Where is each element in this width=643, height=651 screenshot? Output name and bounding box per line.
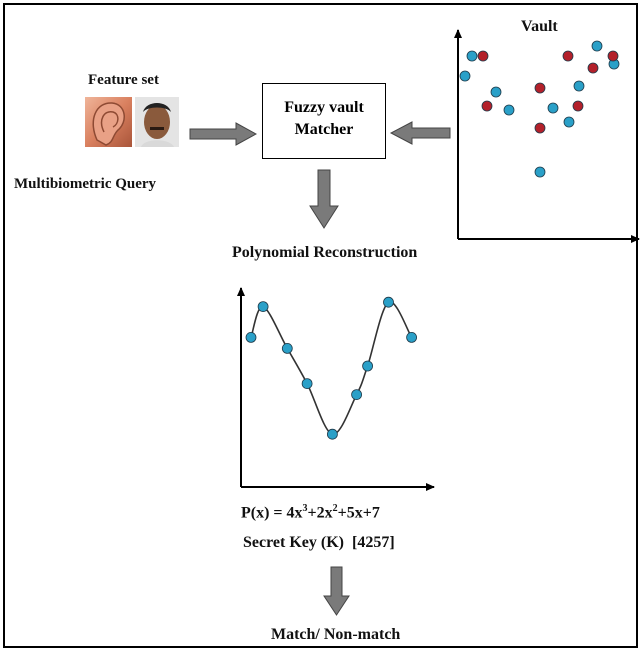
arrow-query-to-matcher bbox=[189, 122, 258, 146]
vault-point-chaff bbox=[587, 62, 599, 74]
vault-point-genuine bbox=[573, 80, 585, 92]
polynomial-point bbox=[362, 360, 374, 372]
polynomial-part-3: +5x+7 bbox=[337, 504, 380, 522]
polynomial-curve bbox=[250, 301, 413, 435]
vault-point-genuine bbox=[503, 104, 515, 116]
vault-point-genuine bbox=[547, 102, 559, 114]
polynomial-points bbox=[245, 296, 418, 440]
polynomial-point bbox=[406, 331, 418, 343]
vault-point-chaff bbox=[477, 50, 489, 62]
vault-point-chaff bbox=[534, 82, 546, 94]
polynomial-point bbox=[326, 428, 338, 440]
vault-title: Vault bbox=[521, 18, 558, 35]
face-image bbox=[135, 97, 179, 147]
polynomial-part-1: P(x) = 4x bbox=[241, 504, 303, 522]
vault-point-genuine bbox=[459, 70, 471, 82]
vault-point-genuine bbox=[534, 166, 546, 178]
polynomial-equation: P(x) = 4x3+2x2+5x+7 bbox=[241, 503, 380, 522]
polynomial-axes bbox=[237, 287, 435, 491]
polynomial-reconstruction-title: Polynomial Reconstruction bbox=[232, 244, 418, 261]
multibiometric-query-label: Multibiometric Query bbox=[14, 176, 157, 192]
result-label: Match/ Non-match bbox=[271, 626, 401, 643]
vault-points bbox=[459, 40, 620, 178]
polynomial-point bbox=[281, 342, 293, 354]
feature-set-label: Feature set bbox=[88, 72, 159, 88]
polynomial-point bbox=[383, 296, 394, 308]
vault-point-genuine bbox=[591, 40, 603, 52]
vault-point-genuine bbox=[490, 86, 502, 98]
vault-point-chaff bbox=[481, 100, 493, 112]
vault-point-genuine bbox=[563, 116, 575, 128]
secret-key-label: Secret Key (K) [4257] bbox=[243, 534, 395, 551]
polynomial-point bbox=[301, 378, 313, 390]
vault-point-chaff bbox=[572, 100, 584, 112]
vault-point-chaff bbox=[607, 50, 619, 62]
arrow-key-to-result bbox=[323, 566, 350, 616]
polynomial-exp-1: 3 bbox=[302, 503, 308, 514]
fuzzy-vault-matcher-box: Fuzzy vault Matcher bbox=[262, 83, 386, 159]
polynomial-exp-2: 2 bbox=[332, 503, 338, 514]
vault-point-chaff bbox=[562, 50, 574, 62]
vault-axes bbox=[454, 29, 640, 243]
polynomial-part-2: +2x bbox=[307, 504, 333, 522]
polynomial-point bbox=[351, 389, 363, 401]
arrow-matcher-to-reconstruction bbox=[309, 169, 339, 229]
matcher-line-2: Matcher bbox=[294, 121, 354, 138]
ear-image bbox=[85, 97, 132, 147]
vault-point-chaff bbox=[534, 122, 546, 134]
polynomial-point bbox=[245, 331, 257, 343]
vault-point-genuine bbox=[466, 50, 478, 62]
polynomial-point bbox=[257, 301, 269, 313]
arrow-vault-to-matcher bbox=[389, 121, 451, 145]
matcher-line-1: Fuzzy vault bbox=[284, 99, 364, 116]
figure-frame bbox=[3, 3, 638, 648]
